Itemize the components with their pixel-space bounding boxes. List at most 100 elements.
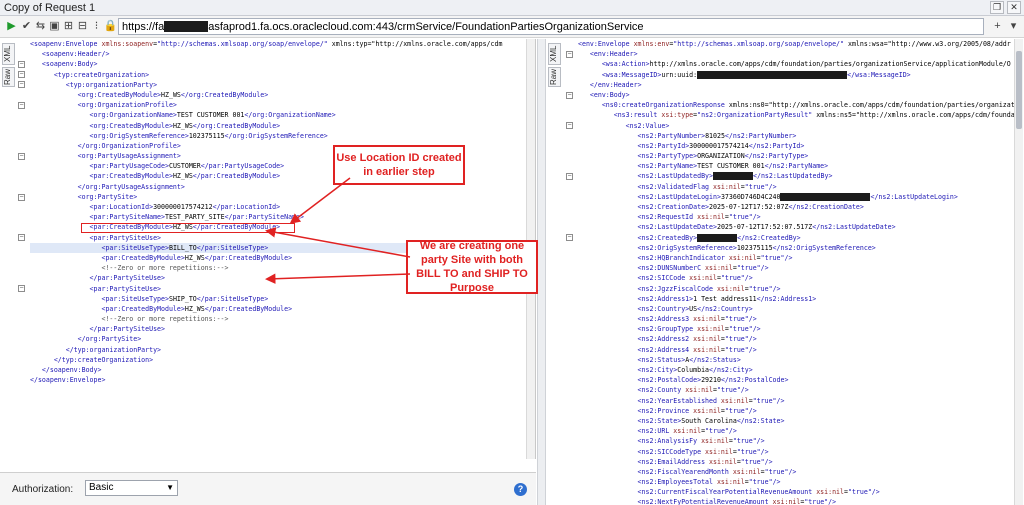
add-endpoint-icon[interactable]: + (994, 20, 1001, 32)
code-line: <wsa:Action>http://xmlns.oracle.com/apps… (601, 60, 1011, 69)
expand-icon[interactable]: ⊞ (63, 20, 74, 32)
response-viewer-pane: XML Raw − − − − − <env:Envelope xmlns:env="h… (546, 39, 1024, 505)
code-line: <ns2:Value> (625, 121, 670, 130)
code-line: </org:PartyUsageAssignment> (77, 182, 185, 191)
code-line: <ns2:CreatedBy></ns2:CreatedBy> (637, 233, 801, 242)
fold-toggle-icon[interactable]: − (566, 173, 573, 181)
response-scrollbar[interactable] (1014, 39, 1023, 505)
restore-window-button[interactable]: ❐ (990, 1, 1004, 14)
window-titlebar: Copy of Request 1 ❐ ✕ (0, 0, 1024, 16)
tab-xml-response[interactable]: XML (548, 43, 561, 65)
code-line: <org:OrganizationName>TEST CUSTOMER 001<… (89, 111, 336, 120)
code-line: <ns2:RequestId xsi:nil="true"/> (637, 213, 761, 222)
format-xml-icon[interactable]: ⇆ (35, 20, 46, 32)
endpoint-dropdown-icon[interactable]: ▾ (1010, 20, 1017, 32)
fold-toggle-icon[interactable]: − (18, 60, 25, 68)
code-line: <env:Body> (589, 90, 630, 99)
code-line: <ns2:DUNSNumberC xsi:nil="true"/> (637, 264, 769, 273)
fold-toggle-icon[interactable]: − (18, 81, 25, 89)
tab-raw[interactable]: Raw (2, 67, 15, 87)
code-line: <par:PartySiteUse> (89, 284, 162, 293)
code-line: <par:PartySiteUse> (89, 233, 162, 242)
code-line: </soapenv:Body> (41, 366, 102, 374)
fold-toggle-icon[interactable]: − (18, 101, 25, 109)
code-line: <ns2:State>South Carolina</ns2:State> (637, 416, 785, 425)
pane-splitter[interactable] (537, 39, 546, 505)
code-line: <par:CreatedByModule>HZ_WS</par:CreatedB… (89, 172, 281, 181)
code-line: <org:OrigSystemReference>102375115</org:… (89, 131, 328, 140)
code-line: </org:PartySite> (77, 335, 142, 344)
redacted-block (164, 21, 209, 32)
code-line: <ns2:PartyNumber>81025</ns2:PartyNumber> (637, 131, 797, 140)
code-line: <ns2:OrigSystemReference>102375115</ns2:… (637, 243, 876, 252)
code-line: </typ:createOrganization> (53, 355, 154, 364)
code-line: <par:CreatedByModule>HZ_WS</par:CreatedB… (89, 223, 281, 232)
code-line: <ns2:CurrentFiscalYearPotentialRevenueAm… (637, 488, 880, 497)
endpoint-url-field[interactable]: https://fa asfaprod1.fa.ocs.oraclecloud.… (118, 18, 984, 35)
code-line: <par:CreatedByModule>HZ_WS</par:CreatedB… (101, 304, 293, 313)
code-line: <ns2:Address4 xsi:nil="true"/> (637, 345, 757, 354)
code-line: <ns2:FiscalYearendMonth xsi:nil="true"/> (637, 467, 797, 476)
code-line: <org:PartyUsageAssignment> (77, 152, 181, 161)
redacted-block (780, 192, 871, 201)
code-line: <ns2:SICCode xsi:nil="true"/> (637, 274, 753, 283)
authorization-select[interactable]: Basic ▼ (85, 480, 178, 496)
code-line: <ns2:NextFyPotentialRevenueAmount xsi:ni… (637, 498, 837, 505)
code-line: <ns2:LastUpdateDate>2025-07-12T17:52:07.… (637, 223, 896, 232)
code-line: </par:PartySiteUse> (89, 274, 165, 283)
code-line: <soapenv:Header/> (41, 50, 110, 59)
code-line: <par:SiteUseType>SHIP_TO</par:SiteUseTyp… (101, 294, 269, 303)
fold-toggle-icon[interactable]: − (566, 122, 573, 130)
response-xml-viewer[interactable]: <env:Envelope xmlns:env="http://schemas.… (578, 39, 1014, 505)
callout-party-site: We are creating one party Site with both… (406, 240, 538, 294)
window-title: Copy of Request 1 (4, 1, 96, 14)
code-line: <ns2:EmployeesTotal xsi:nil="true"/> (637, 478, 781, 487)
code-line: <ns2:LastUpdatedBy></ns2:LastUpdatedBy> (637, 172, 833, 181)
code-line: <wsa:MessageID>urn:uuid:</wsa:MessageID> (601, 70, 911, 79)
code-line: <ns2:HQBranchIndicator xsi:nil="true"/> (637, 253, 793, 262)
code-line: <ns2:Address2 xsi:nil="true"/> (637, 335, 757, 344)
redacted-block (713, 172, 753, 181)
request-toolbar: ▶ ✔ ⇆ ▣ ⊞ ⊟ ⁝ 🔒 https://fa asfaprod1.fa.… (0, 16, 1024, 38)
fold-toggle-icon[interactable]: − (566, 91, 573, 99)
compact-icon[interactable]: ▣ (49, 20, 60, 32)
fold-toggle-icon[interactable]: − (18, 193, 25, 201)
code-line: <par:LocationId>300000017574212</par:Loc… (89, 203, 281, 211)
callout-location-id: Use Location ID created in earlier step (333, 145, 465, 185)
code-line: </par:PartySiteUse> (89, 325, 165, 334)
tab-raw-response[interactable]: Raw (548, 67, 561, 87)
code-line: <ns2:PartyName>TEST CUSTOMER 001</ns2:Pa… (637, 162, 829, 171)
location-id-highlight (81, 223, 295, 233)
fold-toggle-icon[interactable]: − (18, 152, 25, 160)
authorization-label: Authorization: (12, 484, 74, 495)
fold-toggle-icon[interactable]: − (18, 71, 25, 79)
response-scrollbar-thumb[interactable] (1016, 51, 1022, 129)
collapse-icon[interactable]: ⊟ (77, 20, 88, 32)
validate-icon[interactable]: ✔ (21, 20, 32, 32)
fold-toggle-icon[interactable]: − (566, 234, 573, 242)
code-line: <ns2:LastUpdateLogin>37360D746D4C240</ns… (637, 192, 958, 201)
fold-toggle-icon[interactable]: − (566, 50, 573, 58)
submit-request-icon[interactable]: ▶ (7, 20, 16, 32)
code-line: </org:OrganizationProfile> (77, 141, 181, 150)
code-line: <org:CreatedByModule>HZ_WS</org:CreatedB… (77, 90, 269, 99)
code-line: <par:PartyUsageCode>CUSTOMER</par:PartyU… (89, 162, 285, 171)
close-window-button[interactable]: ✕ (1007, 1, 1021, 14)
code-line: <ns3:result xsi:type="ns2:OrganizationPa… (613, 111, 1014, 120)
code-line: <ns2:YearEstablished xsi:nil="true"/> (637, 396, 785, 405)
fold-toggle-icon[interactable]: − (18, 234, 25, 242)
code-line: <soapenv:Body> (41, 60, 98, 69)
code-line: <ns2:Status>A</ns2:Status> (637, 355, 741, 364)
tab-xml[interactable]: XML (2, 43, 15, 65)
options-icon[interactable]: ⁝ (94, 20, 99, 32)
redacted-block (697, 70, 848, 79)
code-line: <ns0:createOrganizationResponse xmlns:ns… (601, 101, 1014, 110)
help-icon[interactable]: ? (514, 483, 527, 496)
code-line: <!--Zero or more repetitions:--> (101, 264, 229, 273)
code-line: <ns2:PartyId>300000017574214</ns2:PartyI… (637, 141, 805, 150)
redacted-block (697, 233, 738, 242)
code-line: <par:CreatedByModule>HZ_WS</par:CreatedB… (101, 253, 293, 262)
fold-toggle-icon[interactable]: − (18, 285, 25, 293)
code-line: <ns2:AnalysisFy xsi:nil="true"/> (637, 437, 765, 446)
code-line: <par:PartySiteName>TEST_PARTY_SITE</par:… (89, 213, 304, 222)
